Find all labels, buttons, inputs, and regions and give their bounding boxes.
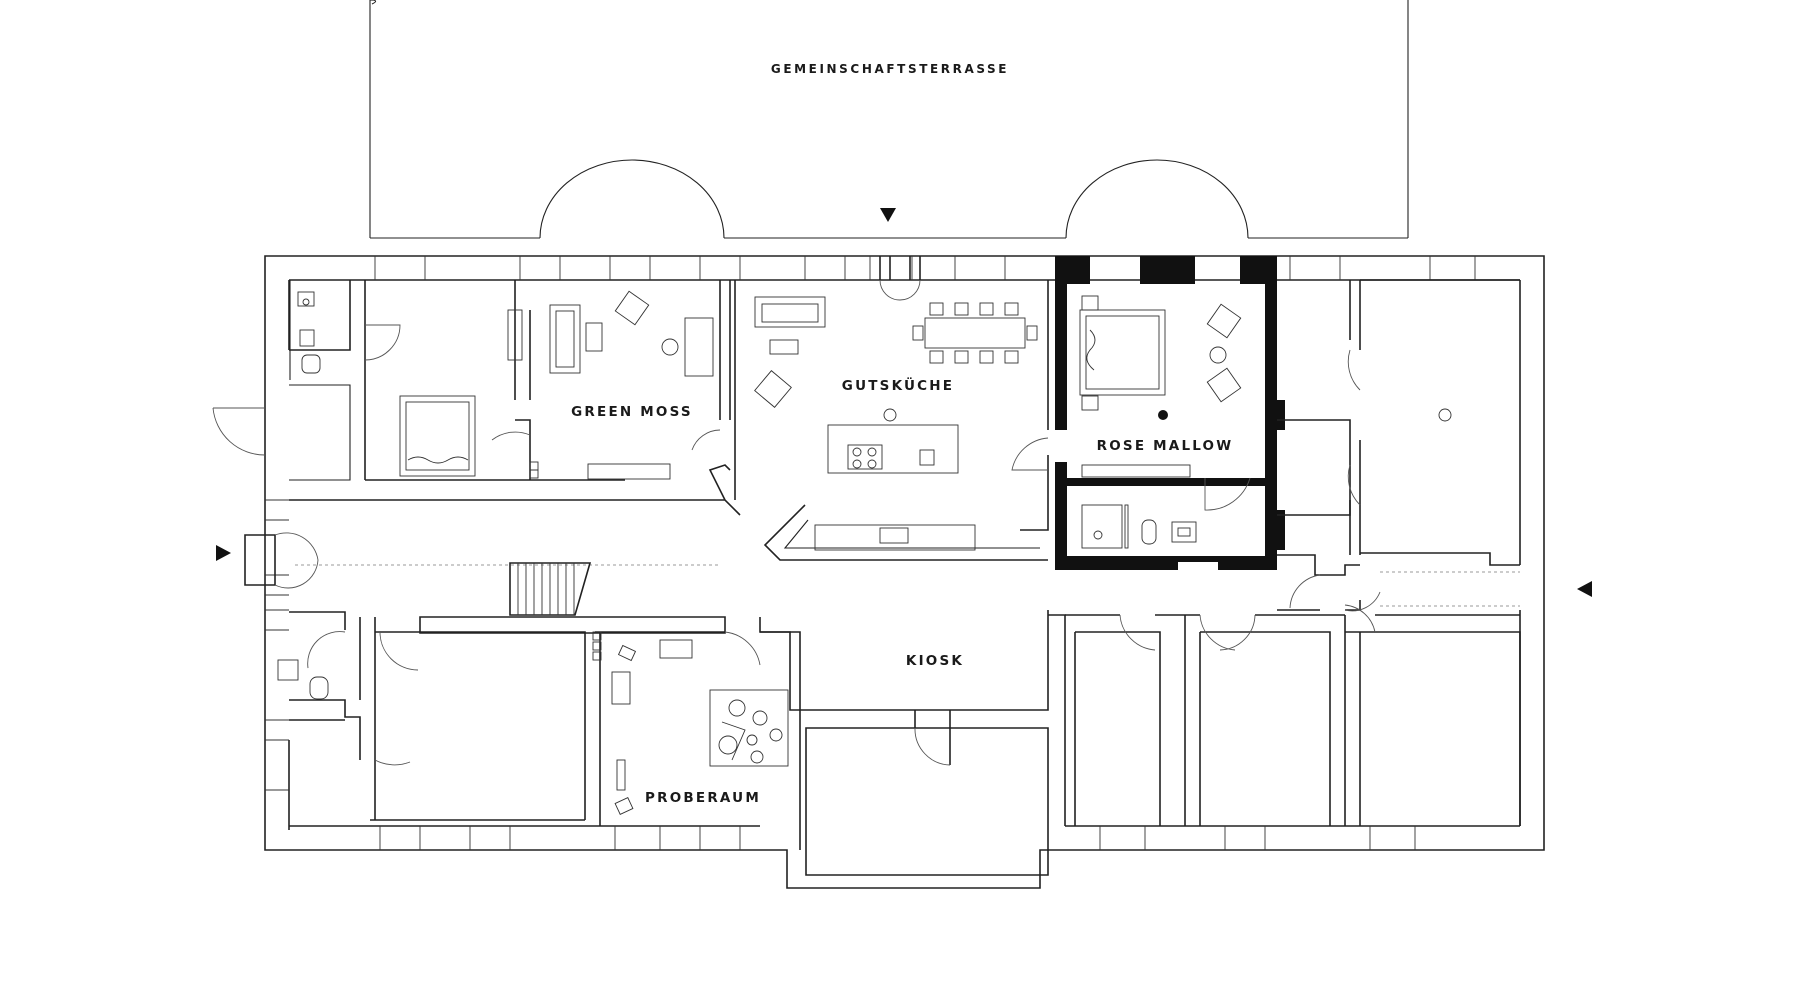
label-gutskueche: GUTSKÜCHE bbox=[842, 376, 954, 394]
kitchen-block bbox=[734, 256, 1049, 561]
bed-icon bbox=[399, 395, 476, 477]
entrance-right-arrow-icon bbox=[1577, 581, 1592, 597]
stool-icon bbox=[661, 338, 679, 356]
green-moss-block bbox=[212, 280, 741, 516]
outer-walls bbox=[264, 255, 1545, 889]
bottom-left-toilet-icon bbox=[309, 676, 329, 700]
kiosk-block bbox=[760, 610, 1066, 826]
label-rose-mallow: ROSE MALLOW bbox=[1097, 438, 1234, 454]
bottom-right-rooms bbox=[1065, 604, 1521, 826]
entrance-top-arrow-icon bbox=[880, 208, 896, 222]
stove-icon bbox=[847, 444, 883, 470]
pendant-light-icon bbox=[883, 408, 897, 422]
staircase bbox=[509, 562, 592, 616]
sink-icon bbox=[297, 291, 315, 307]
rose-mallow-shower-icon bbox=[1081, 504, 1123, 549]
right-rooms-block bbox=[1277, 279, 1520, 612]
entrance-left-arrow-icon bbox=[216, 545, 231, 561]
label-kiosk: KIOSK bbox=[906, 653, 964, 669]
kitchen-island-icon bbox=[827, 424, 959, 474]
bottom-left-block bbox=[277, 611, 801, 850]
rose-mallow-sink-icon bbox=[1171, 521, 1197, 543]
label-green-moss: GREEN MOSS bbox=[571, 404, 693, 420]
right-room-light-icon bbox=[1438, 408, 1452, 422]
terrace-area bbox=[369, 0, 1409, 239]
rose-mallow-block bbox=[1055, 256, 1285, 570]
rose-mallow-bed-icon bbox=[1079, 309, 1166, 396]
toilet-icon bbox=[299, 329, 315, 347]
rose-mallow-light-icon bbox=[1158, 410, 1168, 420]
dining-table-icon bbox=[924, 317, 1026, 349]
label-terrace: GEMEINSCHAFTSTERRASSE bbox=[771, 62, 1009, 76]
kitchen-sofa-icon bbox=[754, 296, 826, 328]
sofa-icon bbox=[549, 304, 581, 374]
corridor-block bbox=[244, 532, 726, 634]
drum-kit-icon bbox=[709, 689, 789, 767]
label-proberaum: PROBERAUM bbox=[645, 790, 761, 806]
